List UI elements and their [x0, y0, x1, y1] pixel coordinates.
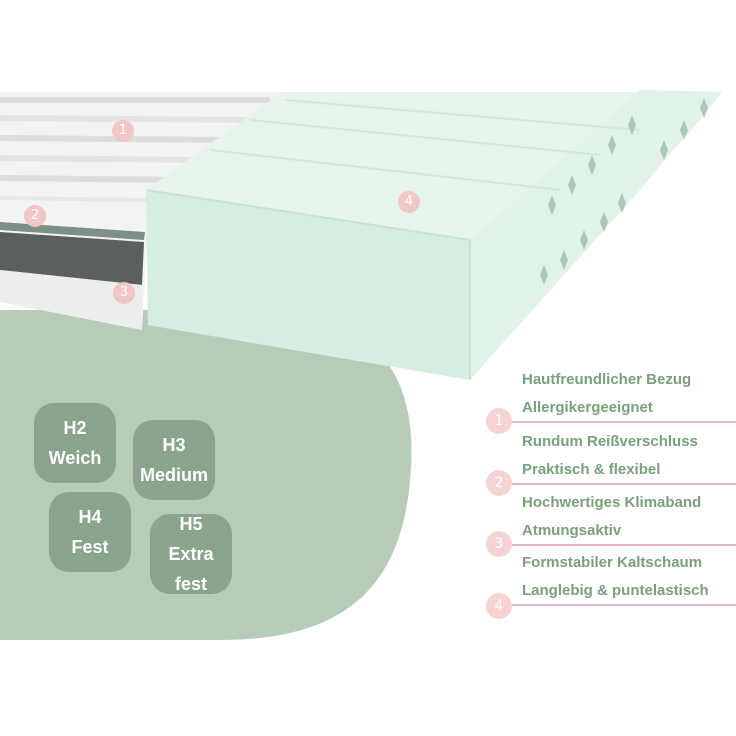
hardness-h4: H4 Fest — [49, 492, 131, 572]
layer-badge-3: 3 — [113, 282, 135, 304]
layer-badge-4: 4 — [398, 191, 420, 213]
hardness-name: Medium — [139, 465, 208, 485]
feature-2-rule — [512, 483, 736, 485]
hardness-h2: H2 Weich — [34, 403, 116, 483]
feature-4-title: Formstabiler Kaltschaum — [522, 554, 703, 571]
feature-4-number: 4 — [486, 593, 512, 619]
feature-2-subtitle: Praktisch & flexibel — [522, 461, 661, 478]
hardness-code: H2 — [63, 418, 87, 438]
hardness-name: Extra fest — [168, 544, 214, 594]
hardness-name: Weich — [48, 448, 102, 468]
feature-1-number: 1 — [486, 408, 512, 434]
feature-3-title: Hochwertiges Klimaband — [522, 494, 702, 511]
feature-2-title: Rundum Reißverschluss — [522, 433, 698, 450]
hardness-name: Fest — [71, 537, 109, 557]
feature-1-subtitle: Allergikergeeignet — [522, 399, 653, 416]
hardness-code: H3 — [162, 435, 186, 455]
hardness-code: H5 — [179, 514, 203, 534]
feature-3-rule — [512, 544, 736, 546]
feature-2-number: 2 — [486, 470, 512, 496]
feature-4-rule — [512, 604, 736, 606]
feature-1-rule — [512, 421, 736, 423]
feature-1-title: Hautfreundlicher Bezug — [522, 371, 692, 388]
layer-badge-1: 1 — [112, 120, 134, 142]
feature-3-number: 3 — [486, 531, 512, 557]
hardness-h5: H5 Extra fest — [150, 514, 232, 594]
feature-4-subtitle: Langlebig & puntelastisch — [522, 582, 709, 599]
foam-core — [145, 90, 722, 380]
hardness-code: H4 — [78, 507, 102, 527]
feature-3-subtitle: Atmungsaktiv — [522, 522, 622, 539]
layer-badge-2: 2 — [24, 205, 46, 227]
hardness-h3: H3 Medium — [133, 420, 215, 500]
